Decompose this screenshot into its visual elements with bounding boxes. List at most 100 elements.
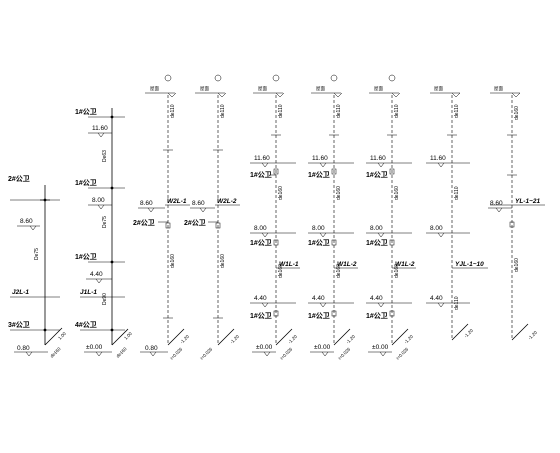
tag-j2l-1: J2L-1 [12, 289, 29, 296]
dia-bot-b: de160 [115, 346, 128, 359]
level-440-e: 4.40 [254, 295, 267, 302]
label-room1-b2: 1#公卫 [75, 179, 97, 187]
level-080-c: 0.80 [145, 345, 158, 352]
roof-label-h: 屋面 [434, 86, 443, 92]
tag-w2l-2: W2L-2 [217, 198, 237, 205]
level-440-h: 4.40 [430, 295, 443, 302]
level-120-d: -1.20 [229, 334, 240, 345]
label-room1-g1: 1#公卫 [366, 171, 388, 179]
roof-label-f: 屋面 [316, 86, 325, 92]
level-860: 8.60 [20, 218, 33, 225]
roof-label-c: 屋面 [150, 86, 159, 92]
label-room1-e2: 1#公卫 [250, 239, 272, 247]
tag-yl: YL-1~21 [515, 198, 540, 205]
level-120-g: -1.20 [403, 334, 414, 345]
level-860-d: 8.60 [192, 200, 205, 207]
dia-i2: de160 [514, 258, 520, 272]
riser-w1l-2-b: 屋面 de110 11.60 1#公卫 de160 8.00 1#公卫 de16… [366, 74, 416, 361]
dia-vent-g: de110 [394, 104, 400, 118]
level-080-a: 0.80 [17, 345, 30, 352]
level-000-b: ±0.00 [86, 344, 103, 351]
note-f: i=0.026 [337, 346, 351, 360]
label-room2: 2#公卫 [8, 175, 30, 183]
dia-g1: de160 [394, 186, 400, 200]
label-room1-g3: 1#公卫 [366, 312, 388, 320]
level-800-e: 8.00 [254, 225, 267, 232]
vent-cap-icon [164, 74, 172, 82]
riser-j1l-1: 1#公卫 11.60 De63 1#公卫 8.00 De75 1#公卫 4.40… [75, 108, 133, 359]
level-440-b: 4.40 [90, 271, 103, 278]
tag-w2l-1: W2L-1 [167, 198, 187, 205]
label-room1-e3: 1#公卫 [250, 312, 272, 320]
level-1160-h: 11.60 [430, 155, 446, 162]
dia-vent-h: de110 [454, 104, 460, 118]
note-d: i=0.026 [199, 346, 213, 360]
note-c: i=0.026 [169, 346, 183, 360]
roof-label-e: 屋面 [258, 86, 267, 92]
dia-de75-b: De75 [102, 216, 108, 228]
tag-w1l-2-b: W1L-2 [395, 261, 415, 268]
label-room2-c: 2#公卫 [133, 219, 155, 227]
dia-de63: De63 [102, 150, 108, 162]
note-e: i=0.026 [279, 346, 293, 360]
note-b: 1.00 [123, 331, 133, 341]
tag-w1l-1: W1L-1 [279, 261, 299, 268]
label-room2-d: 2#公卫 [184, 219, 206, 227]
dia-vent-d: de110 [220, 104, 226, 118]
level-120-i: -1.20 [527, 330, 538, 341]
riser-w1l-2-a: 屋面 de110 11.60 1#公卫 de160 8.00 1#公卫 de16… [308, 74, 358, 361]
note-g: i=0.026 [395, 346, 409, 360]
dia-e1: de160 [278, 186, 284, 200]
note-a: 1.00 [57, 331, 67, 341]
label-room1-f1: 1#公卫 [308, 171, 330, 179]
label-room1-g2: 1#公卫 [366, 239, 388, 247]
level-120-h: -1.20 [463, 328, 474, 339]
dia-de75-a: De75 [34, 248, 40, 260]
roof-label-i: 屋面 [494, 86, 503, 92]
dia-f2: de160 [336, 264, 342, 278]
dia-f1: de160 [336, 186, 342, 200]
level-000-g: ±0.00 [372, 344, 389, 351]
label-room1-b3: 1#公卫 [75, 253, 97, 261]
roof-label-d: 屋面 [200, 86, 209, 92]
level-440-f: 4.40 [312, 295, 325, 302]
level-800-g: 8.00 [370, 225, 383, 232]
dia-vent-c: de110 [170, 104, 176, 118]
level-120-c: -1.20 [179, 334, 190, 345]
level-120-e: -1.20 [287, 334, 298, 345]
dia-e2: de160 [278, 264, 284, 278]
label-room1-f3: 1#公卫 [308, 312, 330, 320]
level-000-f: ±0.00 [314, 344, 331, 351]
tag-w1l-2-a: W1L-2 [337, 261, 357, 268]
label-room4: 4#公卫 [75, 321, 97, 329]
label-room1-e1: 1#公卫 [250, 171, 272, 179]
dia-de160-d: de160 [220, 254, 226, 268]
level-800-b: 8.00 [92, 197, 105, 204]
level-1160-g: 11.60 [370, 155, 386, 162]
dia-h1: de110 [454, 186, 460, 200]
vent-cap-icon [214, 74, 222, 82]
level-1160-f: 11.60 [312, 155, 328, 162]
level-120-f: -1.20 [345, 334, 356, 345]
level-1160-b: 11.60 [92, 125, 108, 132]
riser-w2l-1: 屋面 de110 W2L-1 8.60 2#公卫 de160 0.80 i=0.… [133, 74, 190, 361]
dia-vent-i: de160 [514, 106, 520, 120]
level-860-c: 8.60 [140, 200, 153, 207]
level-1160-e: 11.60 [254, 155, 270, 162]
dia-vent-e: de110 [278, 104, 284, 118]
tag-j1l-1: J1L-1 [80, 289, 97, 296]
label-room1-b1: 1#公卫 [75, 108, 97, 116]
vent-cap-icon [272, 74, 280, 82]
riser-w2l-2: 屋面 de110 W2L-2 8.60 2#公卫 de160 i=0.026 -… [184, 74, 240, 361]
riser-yjl: 屋面 de110 11.60 de110 8.00 YJL-1~10 de110… [426, 86, 488, 341]
dia-de160-c: de160 [170, 254, 176, 268]
riser-yl: 屋面 de160 YL-1~21 8.60 de160 -1.20 [488, 86, 545, 341]
tag-yjl: YJL-1~10 [455, 261, 484, 268]
dia-g2: de160 [394, 264, 400, 278]
level-860-i: 8.60 [490, 200, 503, 207]
riser-w1l-1: 屋面 de110 11.60 1#公卫 de160 8.00 1#公卫 de16… [250, 74, 300, 361]
level-800-h: 8.00 [430, 225, 443, 232]
level-440-g: 4.40 [370, 295, 383, 302]
